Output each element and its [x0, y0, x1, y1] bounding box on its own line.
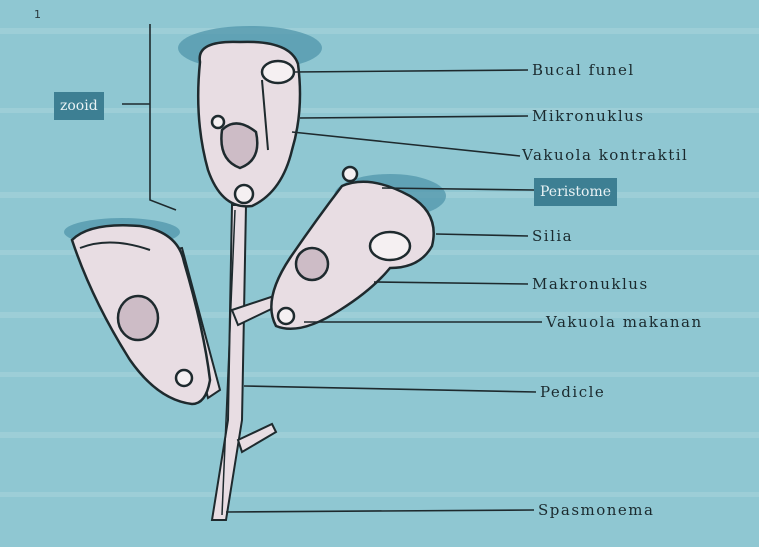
label-bucal-funnel: Bucal funel	[532, 61, 635, 79]
figure-number: 1	[34, 8, 41, 21]
label-silia: Silia	[532, 227, 573, 245]
label-pedicle: Pedicle	[540, 383, 605, 401]
label-mikronukleus: Mikronuklus	[532, 107, 645, 125]
zooid-top	[198, 42, 300, 207]
label-zooid: zooid	[54, 92, 104, 120]
label-makronukleus: Makronuklus	[532, 275, 649, 293]
label-vakuola-kontraktil: Vakuola kontraktil	[522, 146, 688, 164]
label-spasmonema: Spasmonema	[538, 501, 654, 519]
label-vakuola-makanan: Vakuola makanan	[546, 313, 703, 331]
zooid-bracket	[150, 24, 176, 210]
label-peristome: Peristome	[534, 178, 617, 206]
